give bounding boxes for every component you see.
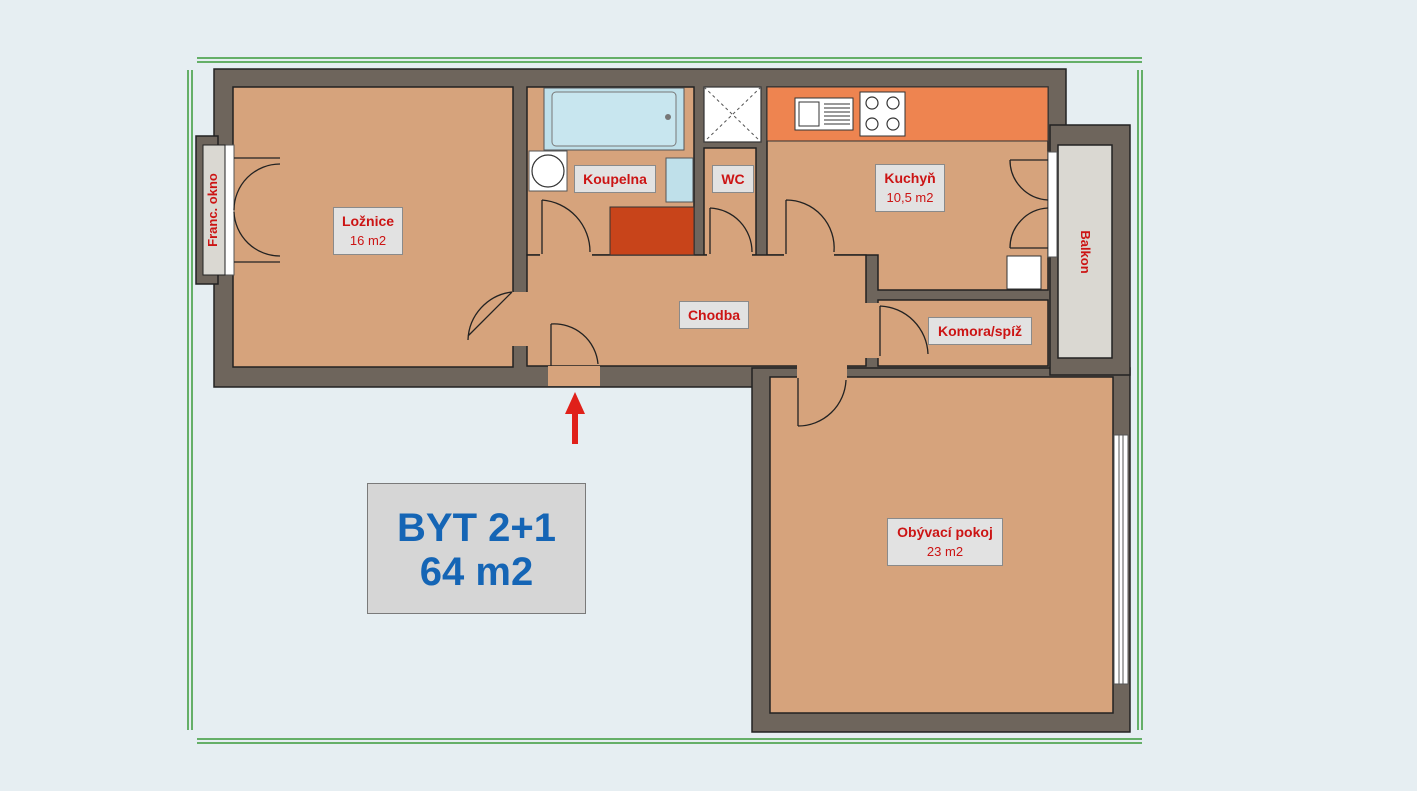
door-openings bbox=[512, 254, 880, 386]
fridge bbox=[1006, 255, 1042, 290]
room-name: Komora/spíž bbox=[937, 323, 1022, 339]
apartment-type: BYT 2+1 bbox=[397, 506, 556, 550]
room-area: 10,5 m2 bbox=[886, 190, 934, 205]
room-name: Kuchyň bbox=[884, 170, 936, 186]
label-wc: WC bbox=[712, 165, 754, 193]
room-name: Koupelna bbox=[583, 171, 647, 187]
windows bbox=[224, 144, 1129, 685]
room-name: Obývací pokoj bbox=[897, 524, 993, 540]
bathroom-cabinet bbox=[609, 206, 695, 256]
kitchen-counter bbox=[766, 86, 1049, 290]
stove bbox=[859, 91, 906, 137]
door-swings bbox=[233, 157, 1049, 427]
boundary-lines bbox=[187, 57, 1143, 744]
label-balkon: Balkon bbox=[1078, 230, 1093, 274]
label-kuchyn: Kuchyň 10,5 m2 bbox=[875, 164, 945, 212]
room-name: WC bbox=[721, 171, 745, 187]
apartment-area: 64 m2 bbox=[419, 550, 534, 594]
shower bbox=[703, 86, 762, 143]
balcony bbox=[1057, 144, 1113, 359]
washbasin bbox=[665, 157, 694, 203]
label-komora: Komora/spíž bbox=[928, 317, 1032, 345]
franc-okno-sill bbox=[202, 144, 226, 276]
apartment-summary: BYT 2+1 64 m2 bbox=[367, 483, 586, 614]
entrance-arrow-icon bbox=[565, 392, 585, 444]
bathroom-fixtures bbox=[528, 87, 695, 256]
label-chodba: Chodba bbox=[679, 301, 749, 329]
room-name: Chodba bbox=[687, 307, 741, 323]
label-obyvaci: Obývací pokoj 23 m2 bbox=[887, 518, 1003, 566]
label-loznice: Ložnice 16 m2 bbox=[333, 207, 403, 255]
label-franc-okno: Franc. okno bbox=[205, 173, 220, 247]
room-name: Ložnice bbox=[341, 213, 395, 229]
room-area: 16 m2 bbox=[349, 233, 387, 248]
label-koupelna: Koupelna bbox=[574, 165, 656, 193]
room-area: 23 m2 bbox=[926, 544, 964, 559]
